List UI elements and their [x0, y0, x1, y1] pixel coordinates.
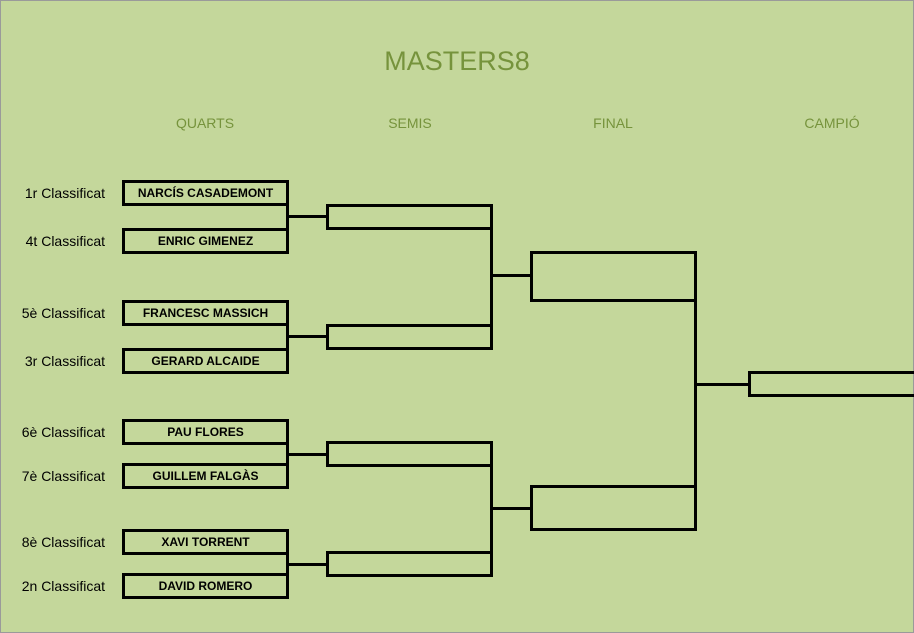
quarterfinal-player-box: DAVID ROMERO [122, 573, 289, 599]
semifinal-slot [326, 551, 493, 577]
seed-label: 8è Classificat [21, 534, 105, 550]
seed-label: 1r Classificat [24, 185, 105, 201]
bracket-connector [286, 563, 328, 566]
round-heading-quarts: QUARTS [175, 115, 235, 131]
bracket-connector [490, 274, 532, 277]
semifinal-slot [326, 204, 493, 230]
bracket-connector [490, 507, 532, 510]
quarterfinal-player-box: FRANCESC MASSICH [122, 300, 289, 326]
bracket-connector [286, 453, 328, 456]
bracket-connector [286, 335, 328, 338]
bracket-connector [490, 217, 493, 337]
page-title: MASTERS8 [384, 46, 530, 76]
round-heading-final: FINAL [593, 115, 633, 131]
seed-label: 7è Classificat [21, 468, 105, 484]
semifinal-slot [326, 441, 493, 467]
round-heading-campio: CAMPIÓ [804, 115, 860, 131]
round-heading-semis: SEMIS [388, 115, 432, 131]
quarterfinal-player-box: NARCÍS CASADEMONT [122, 180, 289, 206]
quarterfinal-player-box: ENRIC GIMENEZ [122, 228, 289, 254]
quarterfinal-player-box: PAU FLORES [122, 419, 289, 445]
semifinal-slot [326, 324, 493, 350]
quarterfinal-player-box: XAVI TORRENT [122, 529, 289, 555]
bracket-connector [694, 276, 697, 508]
champion-slot [748, 371, 914, 397]
bracket-connector [694, 383, 750, 386]
seed-label: 2n Classificat [21, 578, 105, 594]
quarterfinal-player-box: GERARD ALCAIDE [122, 348, 289, 374]
seed-label: 5è Classificat [21, 305, 105, 321]
seed-label: 6è Classificat [21, 424, 105, 440]
final-slot [530, 485, 697, 531]
bracket-connector [286, 215, 328, 218]
seed-label: 3r Classificat [24, 353, 105, 369]
quarterfinal-player-box: GUILLEM FALGÀS [122, 463, 289, 489]
seed-label: 4t Classificat [25, 233, 105, 249]
final-slot [530, 251, 697, 302]
